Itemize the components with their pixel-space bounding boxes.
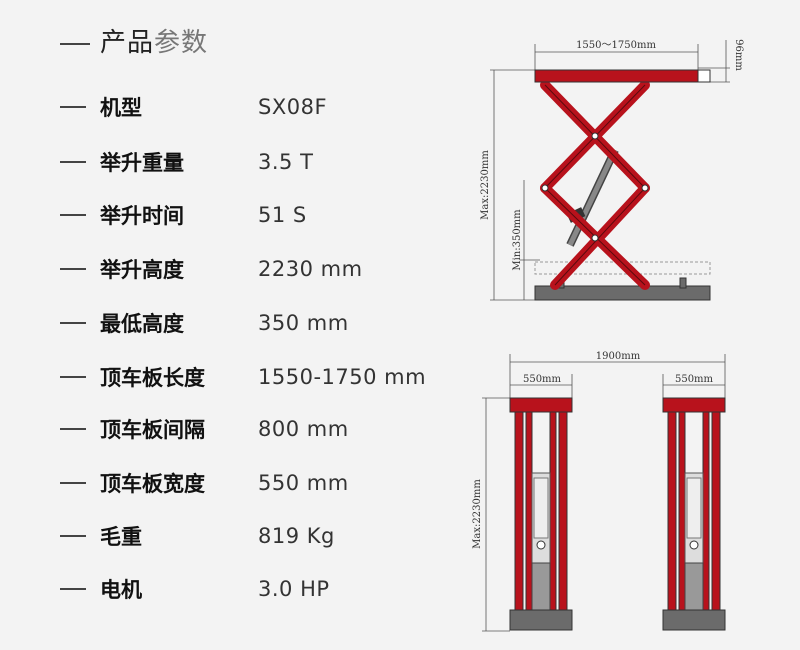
spec-row: 顶车板宽度 550 mm: [60, 468, 349, 498]
front-right-column: [662, 397, 726, 631]
spec-dash: [60, 535, 86, 537]
spec-dash: [60, 588, 86, 590]
spec-dash: [60, 322, 86, 324]
side-thickness-label: 96mm: [733, 39, 744, 71]
spec-row: 举升重量 3.5 T: [60, 147, 313, 177]
spec-dash: [60, 106, 86, 108]
side-base: [534, 285, 711, 301]
spec-row: 机型 SX08F: [60, 92, 327, 122]
side-min-height-label: Min:350mm: [512, 209, 523, 271]
front-total-width-label: 1900mm: [596, 351, 641, 362]
spec-label: 举升时间: [100, 204, 184, 228]
spec-label: 机型: [100, 96, 142, 120]
spec-row: 毛重 819 Kg: [60, 521, 335, 551]
front-left-width-label: 550mm: [523, 374, 562, 385]
front-right-width-label: 550mm: [675, 374, 714, 385]
spec-value: 819 Kg: [258, 524, 335, 548]
side-max-height-label: Max:2230mm: [480, 150, 491, 220]
spec-label: 顶车板长度: [100, 366, 205, 390]
spec-dash: [60, 376, 86, 378]
spec-value: 51 S: [258, 203, 307, 227]
spec-value: 350 mm: [258, 311, 349, 335]
side-view-drawing: 1550～1750mm 96mm Max:2230mm Min:350mm: [480, 39, 744, 301]
side-top-width-label: 1550～1750mm: [576, 40, 656, 51]
spec-value: 3.0 HP: [258, 577, 330, 601]
spec-label: 举升高度: [100, 258, 184, 282]
front-view-drawing: 1900mm 550mm 550mm Max:2230mm: [472, 351, 726, 632]
spec-dash: [60, 161, 86, 163]
front-left-column: [509, 397, 573, 631]
spec-value: 550 mm: [258, 471, 349, 495]
spec-row: 举升高度 2230 mm: [60, 254, 363, 284]
spec-label: 最低高度: [100, 312, 184, 336]
spec-row: 电机 3.0 HP: [60, 574, 330, 604]
title-part-2: 参数: [154, 28, 209, 58]
section-title: 产品参数: [60, 22, 208, 59]
front-max-height-label: Max:2230mm: [472, 479, 483, 549]
spec-dash: [60, 214, 86, 216]
spec-value: 3.5 T: [258, 150, 314, 174]
spec-label: 顶车板间隔: [100, 418, 205, 442]
spec-label: 举升重量: [100, 151, 184, 175]
title-dash: [60, 42, 90, 45]
spec-row: 顶车板长度 1550-1750 mm: [60, 362, 426, 392]
spec-dash: [60, 482, 86, 484]
spec-dash: [60, 268, 86, 270]
spec-value: 1550-1750 mm: [258, 365, 427, 389]
spec-value: SX08F: [258, 95, 328, 119]
spec-label: 顶车板宽度: [100, 472, 205, 496]
spec-label: 电机: [100, 578, 142, 602]
title-part-1: 产品: [100, 28, 155, 58]
spec-row: 最低高度 350 mm: [60, 308, 349, 338]
spec-row: 举升时间 51 S: [60, 200, 307, 230]
spec-label: 毛重: [100, 525, 142, 549]
spec-dash: [60, 428, 86, 430]
spec-value: 800 mm: [258, 417, 349, 441]
side-top-platform: [534, 69, 699, 83]
spec-value: 2230 mm: [258, 257, 363, 281]
spec-row: 顶车板间隔 800 mm: [60, 414, 349, 444]
